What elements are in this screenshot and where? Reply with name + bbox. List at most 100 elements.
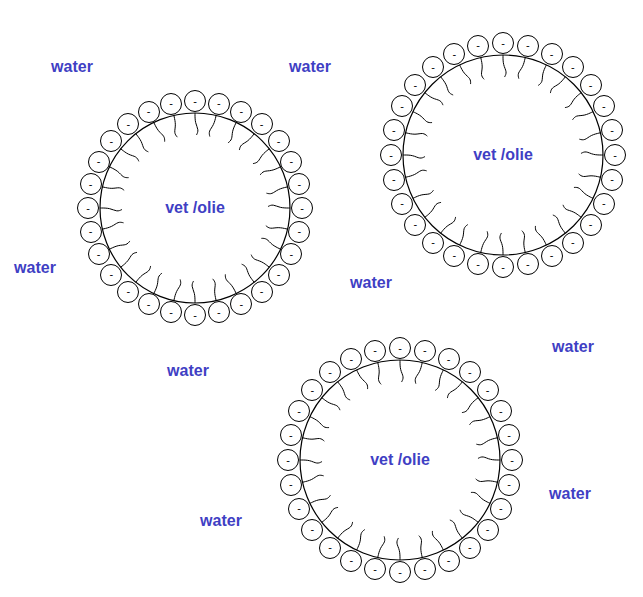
head-group: - xyxy=(138,101,160,123)
head-group: - xyxy=(184,304,206,326)
head-group: - xyxy=(340,550,362,572)
charge-sign: - xyxy=(610,125,614,136)
head-group: - xyxy=(580,74,602,96)
hydrophobic-tail xyxy=(462,398,478,413)
head-group: - xyxy=(601,119,623,141)
medium-label: water xyxy=(14,259,56,277)
head-group: - xyxy=(380,144,402,166)
head-group: - xyxy=(280,151,302,173)
head-group: - xyxy=(340,348,362,370)
charge-sign: - xyxy=(89,226,93,237)
hydrophobic-tail xyxy=(303,475,324,482)
charge-sign: - xyxy=(297,226,301,237)
charge-sign: - xyxy=(311,524,315,535)
charge-sign: - xyxy=(97,156,101,167)
hydrophobic-tail xyxy=(251,255,269,268)
hydrophobic-tail xyxy=(579,133,600,140)
hydrophobic-tail xyxy=(581,152,603,155)
head-group: - xyxy=(601,169,623,191)
head-group: - xyxy=(88,243,110,265)
charge-sign: - xyxy=(97,249,101,260)
charge-sign: - xyxy=(147,106,151,117)
head-group: - xyxy=(80,173,102,195)
hydrophobic-tail xyxy=(174,115,177,137)
head-group: - xyxy=(291,197,313,219)
charge-sign: - xyxy=(290,156,294,167)
fat-core: vet /olie xyxy=(403,55,603,255)
head-group: - xyxy=(268,264,290,286)
charge-sign: - xyxy=(89,179,93,190)
head-group: - xyxy=(184,90,206,112)
hydrophobic-tail xyxy=(503,55,506,77)
head-group: - xyxy=(364,558,386,580)
charge-sign: - xyxy=(447,555,451,566)
charge-sign: - xyxy=(589,80,593,91)
head-group: - xyxy=(517,253,539,275)
charge-sign: - xyxy=(169,98,173,109)
hydrophobic-tail xyxy=(441,217,456,233)
head-group: - xyxy=(277,449,299,471)
charge-sign: - xyxy=(468,542,472,553)
hydrophobic-tail xyxy=(397,538,400,560)
hydrophobic-tail xyxy=(209,115,216,136)
charge-sign: - xyxy=(240,299,244,310)
head-group: - xyxy=(117,113,139,135)
charge-sign: - xyxy=(286,455,290,466)
head-group: - xyxy=(319,361,341,383)
charge-sign: - xyxy=(311,385,315,396)
head-group: - xyxy=(301,379,323,401)
charge-sign: - xyxy=(589,219,593,230)
head-group: - xyxy=(251,281,273,303)
head-group: - xyxy=(208,301,230,323)
core-circle xyxy=(403,55,603,255)
head-group: - xyxy=(580,214,602,236)
charge-sign: - xyxy=(217,98,221,109)
head-group: - xyxy=(414,558,436,580)
hydrophobic-tail xyxy=(322,398,340,411)
hydrophobic-tail xyxy=(470,417,491,425)
head-group: - xyxy=(389,561,411,583)
head-group: - xyxy=(593,95,615,117)
charge-sign: - xyxy=(110,269,114,280)
hydrophobic-tail xyxy=(268,205,290,208)
head-group: - xyxy=(100,130,122,152)
head-group: - xyxy=(280,474,302,496)
medium-label: water xyxy=(549,485,591,503)
head-group: - xyxy=(490,400,512,422)
charge-sign: - xyxy=(453,250,457,261)
head-group: - xyxy=(88,151,110,173)
charge-sign: - xyxy=(447,354,451,365)
hydrophobic-tail xyxy=(102,187,124,190)
hydrophobic-tail xyxy=(378,363,381,385)
charge-sign: - xyxy=(389,150,393,161)
hydrophobic-tail xyxy=(121,252,137,267)
hydrophobic-tail xyxy=(310,417,329,428)
charge-sign: - xyxy=(602,198,606,209)
hydrophobic-tail xyxy=(300,460,322,463)
hydrophobic-tail xyxy=(476,438,497,445)
charge-sign: - xyxy=(86,203,90,214)
charge-sign: - xyxy=(260,119,264,130)
hydrophobic-tail xyxy=(136,266,151,282)
head-group: - xyxy=(490,498,512,520)
head-group: - xyxy=(208,93,230,115)
charge-sign: - xyxy=(400,198,404,209)
hydrophobic-tail xyxy=(310,495,331,503)
charge-sign: - xyxy=(300,203,304,214)
head-group: - xyxy=(404,214,426,236)
core-label: vet /olie xyxy=(368,451,432,469)
hydrophobic-tail xyxy=(522,231,525,253)
charge-sign: - xyxy=(398,567,402,578)
head-group: - xyxy=(364,340,386,362)
charge-sign: - xyxy=(289,479,293,490)
charge-sign: - xyxy=(571,62,575,73)
charge-sign: - xyxy=(423,564,427,575)
head-group: - xyxy=(414,340,436,362)
hydrophobic-tail xyxy=(579,174,601,177)
hydrophobic-tail xyxy=(573,112,594,120)
head-group: - xyxy=(422,56,444,78)
hydrophobic-tail xyxy=(154,273,162,293)
charge-sign: - xyxy=(550,49,554,60)
charge-sign: - xyxy=(510,455,514,466)
head-group: - xyxy=(288,173,310,195)
